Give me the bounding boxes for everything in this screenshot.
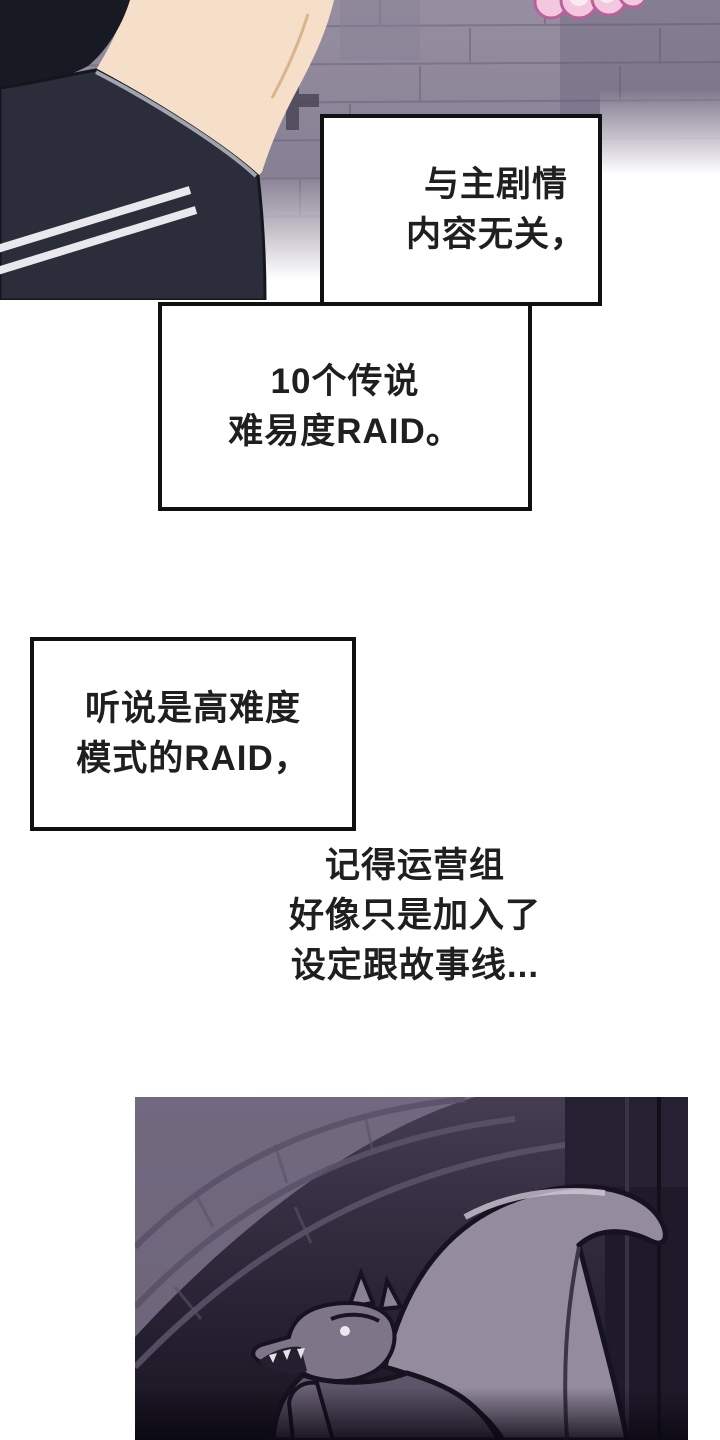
bubble-3-line-2: 模式的RAID， bbox=[76, 739, 310, 778]
gargoyle-brow bbox=[330, 1312, 380, 1323]
bubble-2-line-1: 10个传说 bbox=[270, 361, 420, 401]
gargoyle-panel bbox=[132, 1096, 690, 1440]
bubble-2-line-2: 难易度RAID。 bbox=[228, 411, 462, 451]
bottom-vignette bbox=[135, 1387, 688, 1440]
jacket-stripes bbox=[0, 186, 198, 276]
collar-trim bbox=[95, 70, 258, 178]
bubble-1-line-1: 与主剧情 bbox=[423, 165, 568, 204]
jaw-line bbox=[270, 13, 310, 99]
gargoyle-head bbox=[251, 1267, 405, 1383]
bubble-3-line-1: 听说是高难度 bbox=[84, 689, 301, 728]
gargoyle-eye bbox=[340, 1326, 350, 1336]
character bbox=[0, 0, 334, 302]
dark-pillars bbox=[565, 1097, 690, 1440]
gargoyle-illustration bbox=[132, 1096, 690, 1440]
pink-bubble-decoration bbox=[533, 0, 643, 20]
bubble-4-line-2: 好像只是加入了 bbox=[288, 896, 541, 935]
bubble-4-line-1: 记得运营组 bbox=[324, 846, 505, 885]
speech-bubble-4: 记得运营组 好像只是加入了 设定跟故事线... bbox=[225, 818, 605, 1014]
gargoyle-mouth bbox=[259, 1346, 307, 1374]
gargoyle-teeth bbox=[269, 1348, 305, 1363]
bubble-4-line-3: 设定跟故事线... bbox=[290, 946, 540, 985]
speech-bubble-1: 与主剧情 内容无关， bbox=[320, 114, 602, 306]
character-hair bbox=[0, 0, 130, 90]
speech-bubble-3: 听说是高难度 模式的RAID， bbox=[30, 637, 356, 831]
speech-bubble-2: 10个传说 难易度RAID。 bbox=[158, 302, 532, 511]
vaulted-ceiling bbox=[132, 1096, 566, 1370]
bubble-1-line-2: 内容无关， bbox=[405, 215, 586, 254]
wing-highlight bbox=[463, 1188, 606, 1220]
character-skin bbox=[96, 0, 334, 178]
